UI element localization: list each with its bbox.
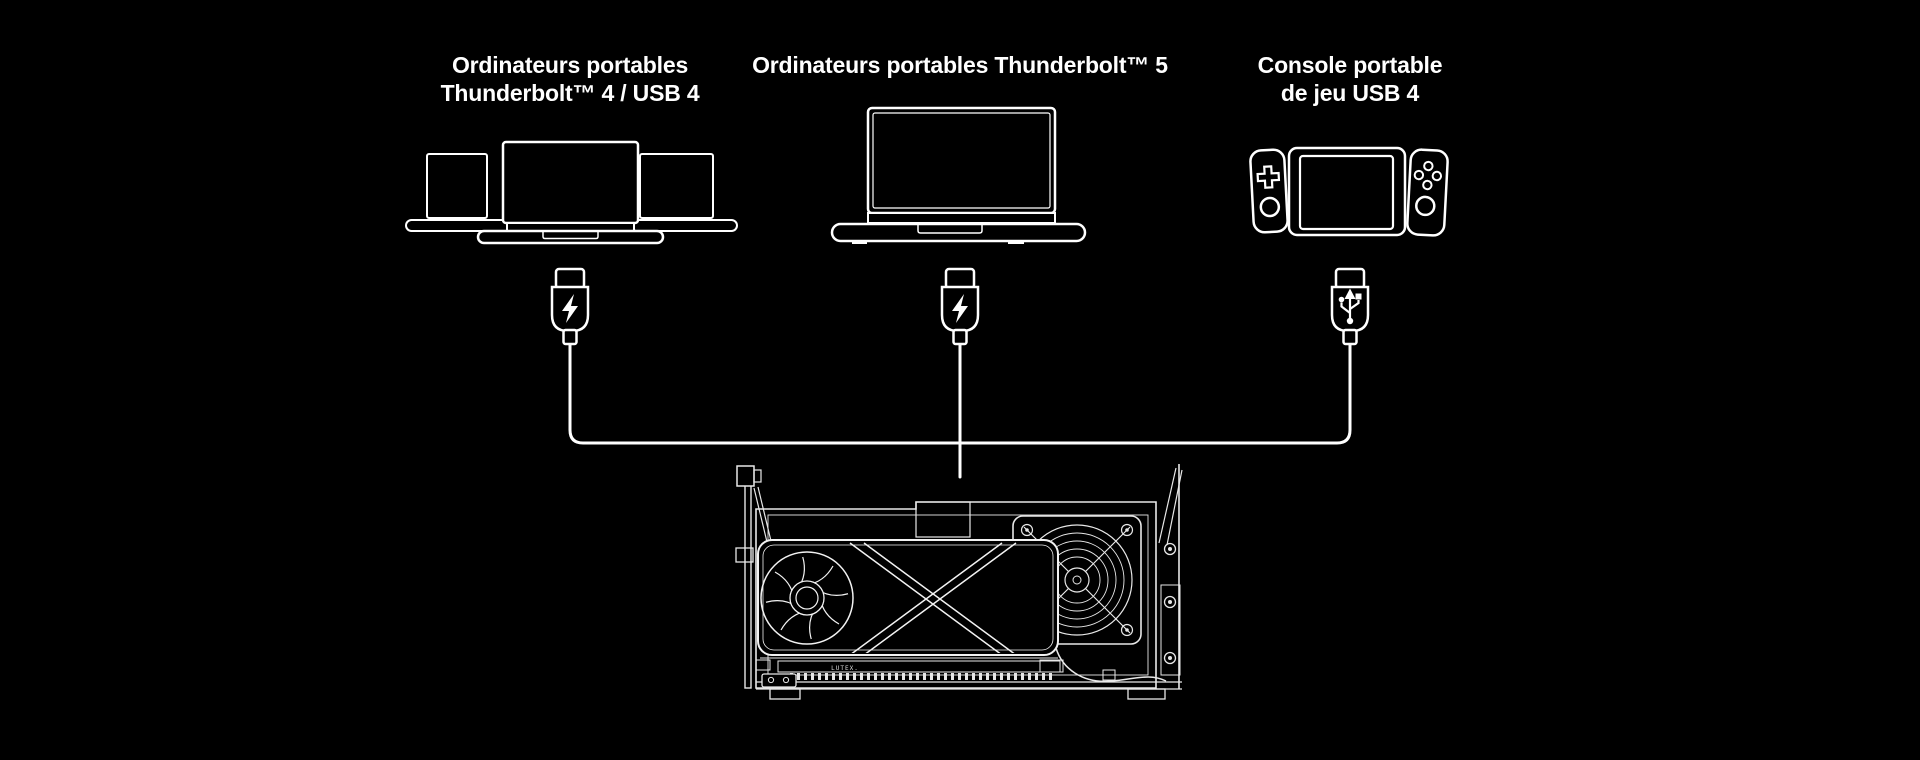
console-screen (1298, 154, 1395, 231)
egpu-enclosure-illustration: LUTEX. (735, 464, 1183, 700)
front-laptop-base (476, 229, 665, 245)
label-laptop-tb5: Ordinateurs portables Thunderbolt™ 5 (752, 51, 1168, 79)
laptop-tb5-illustration (830, 106, 1087, 244)
button-right (1431, 170, 1443, 182)
left-post-mid-block (735, 547, 754, 563)
label-laptops-tb4-usb4: Ordinateurs portables Thunderbolt™ 4 / U… (441, 51, 700, 107)
usb-plug-icon-right (1330, 267, 1370, 346)
label-console-usb4: Console portable de jeu USB 4 (1258, 51, 1443, 107)
back-right-laptop-screen (639, 153, 714, 219)
egpu-pcb: LUTEX. (755, 647, 1167, 683)
left-brace (753, 486, 772, 543)
right-stick (1415, 195, 1436, 217)
cable-bus (568, 342, 1352, 479)
right-plate (1160, 584, 1181, 676)
frame-top-box (915, 501, 971, 538)
label-line: Ordinateurs portables Thunderbolt™ 5 (752, 52, 1168, 78)
thunderbolt-plug-icon-middle (940, 267, 980, 346)
back-right-laptop-base (630, 219, 738, 232)
back-left-laptop-base (405, 219, 513, 232)
lightning-bolt-icon (562, 294, 578, 323)
lightning-bolt-icon (952, 294, 968, 323)
button-bottom (1422, 179, 1433, 191)
laptop-screen-inner (872, 112, 1051, 209)
right-arm (1158, 467, 1183, 546)
laptop-foot-right (1008, 241, 1024, 244)
front-laptop-screen (501, 140, 640, 225)
label-line: de jeu USB 4 (1280, 80, 1420, 106)
gpu-card (757, 539, 1059, 656)
laptops-trio-illustration (405, 140, 738, 245)
pcb-brand-text: LUTEX. (831, 665, 859, 672)
laptop-foot-left (852, 241, 867, 244)
label-line: Ordinateurs portables (451, 52, 689, 78)
egpu-feet (761, 673, 1166, 700)
label-line: Console portable (1257, 52, 1443, 78)
left-post-top-block (736, 465, 755, 487)
button-left (1413, 169, 1425, 181)
gpu-fan-hub (789, 580, 825, 616)
power-cable (1055, 647, 1167, 683)
left-controller (1249, 148, 1289, 234)
laptop-trackpad-notch (917, 224, 983, 234)
game-console-illustration (1249, 146, 1449, 237)
dpad-icon (1256, 165, 1281, 189)
label-line: Thunderbolt™ 4 / USB 4 (440, 80, 700, 106)
usb-trident-icon (1338, 288, 1362, 325)
bottom-rails (756, 681, 1182, 690)
left-stick (1259, 196, 1281, 218)
laptop-screen (866, 106, 1057, 215)
gpu-x-shroud (849, 542, 1017, 653)
back-left-laptop-screen (426, 153, 488, 219)
button-top (1423, 160, 1434, 172)
thunderbolt-plug-icon-left (550, 267, 590, 346)
right-controller (1406, 148, 1449, 237)
left-post (744, 469, 752, 689)
thumbscrews (1163, 542, 1177, 665)
front-laptop-trackpad-notch (542, 231, 599, 240)
laptop-hinge (867, 212, 1056, 224)
console-body (1287, 146, 1407, 237)
